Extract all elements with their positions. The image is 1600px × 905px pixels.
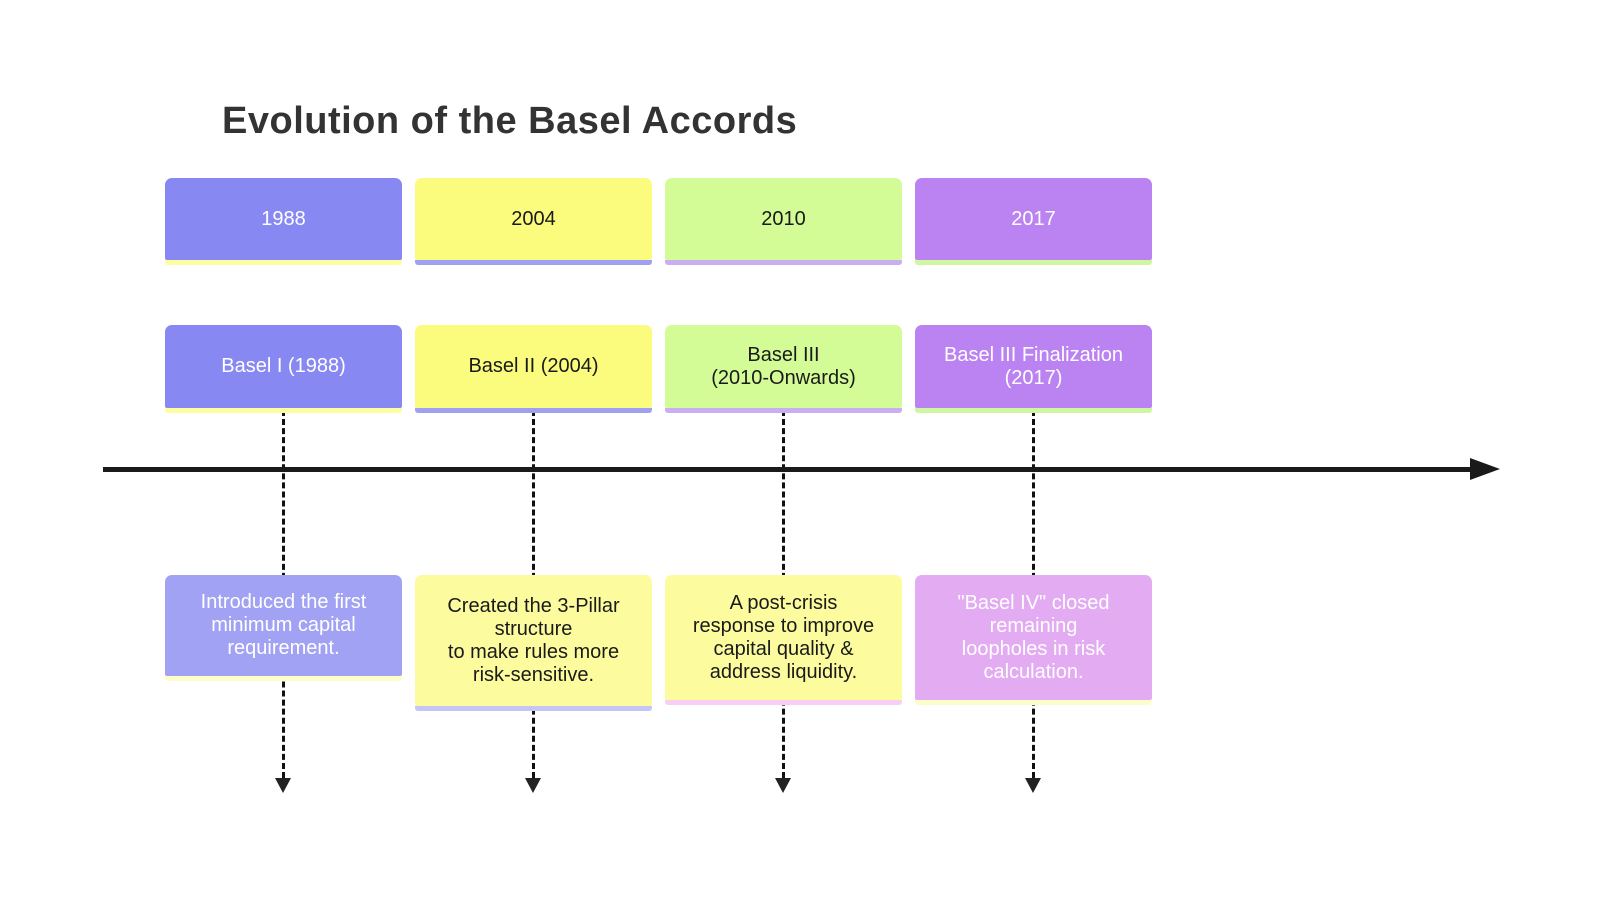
timeline-column-2010: 2010 Basel III (2010-Onwards) A post-cri… (665, 0, 902, 905)
event-box: Basel III (2010-Onwards) (665, 325, 902, 408)
period-box: 2017 (915, 178, 1152, 260)
timeline-column-1988: 1988 Basel I (1988) Introduced the first… (165, 0, 402, 905)
description-box-shadow-strip (915, 700, 1152, 705)
description-box: Created the 3-Pillar structure to make r… (415, 575, 652, 706)
description-box-shadow-strip (665, 700, 902, 705)
description-box: Introduced the first minimum capital req… (165, 575, 402, 676)
event-box: Basel I (1988) (165, 325, 402, 408)
description-box: "Basel IV" closed remaining loopholes in… (915, 575, 1152, 700)
connector-arrowhead-icon (275, 778, 291, 793)
period-box-shadow-strip (915, 260, 1152, 265)
timeline-column-2017: 2017 Basel III Finalization (2017) "Base… (915, 0, 1152, 905)
connector-arrowhead-icon (525, 778, 541, 793)
period-box: 1988 (165, 178, 402, 260)
connector-arrowhead-icon (775, 778, 791, 793)
timeline-axis (103, 467, 1475, 472)
description-box-shadow-strip (415, 706, 652, 711)
description-box-shadow-strip (165, 676, 402, 681)
axis-arrowhead-icon (1470, 458, 1500, 480)
diagram-title: Evolution of the Basel Accords (222, 100, 798, 142)
period-box: 2004 (415, 178, 652, 260)
event-box: Basel III Finalization (2017) (915, 325, 1152, 408)
period-box-shadow-strip (165, 260, 402, 265)
timeline-column-2004: 2004 Basel II (2004) Created the 3-Pilla… (415, 0, 652, 905)
description-box: A post-crisis response to improve capita… (665, 575, 902, 700)
event-box-shadow-strip (165, 408, 402, 413)
period-box-shadow-strip (665, 260, 902, 265)
period-box: 2010 (665, 178, 902, 260)
event-box-shadow-strip (915, 408, 1152, 413)
period-box-shadow-strip (415, 260, 652, 265)
event-box-shadow-strip (415, 408, 652, 413)
event-box: Basel II (2004) (415, 325, 652, 408)
connector-arrowhead-icon (1025, 778, 1041, 793)
event-box-shadow-strip (665, 408, 902, 413)
